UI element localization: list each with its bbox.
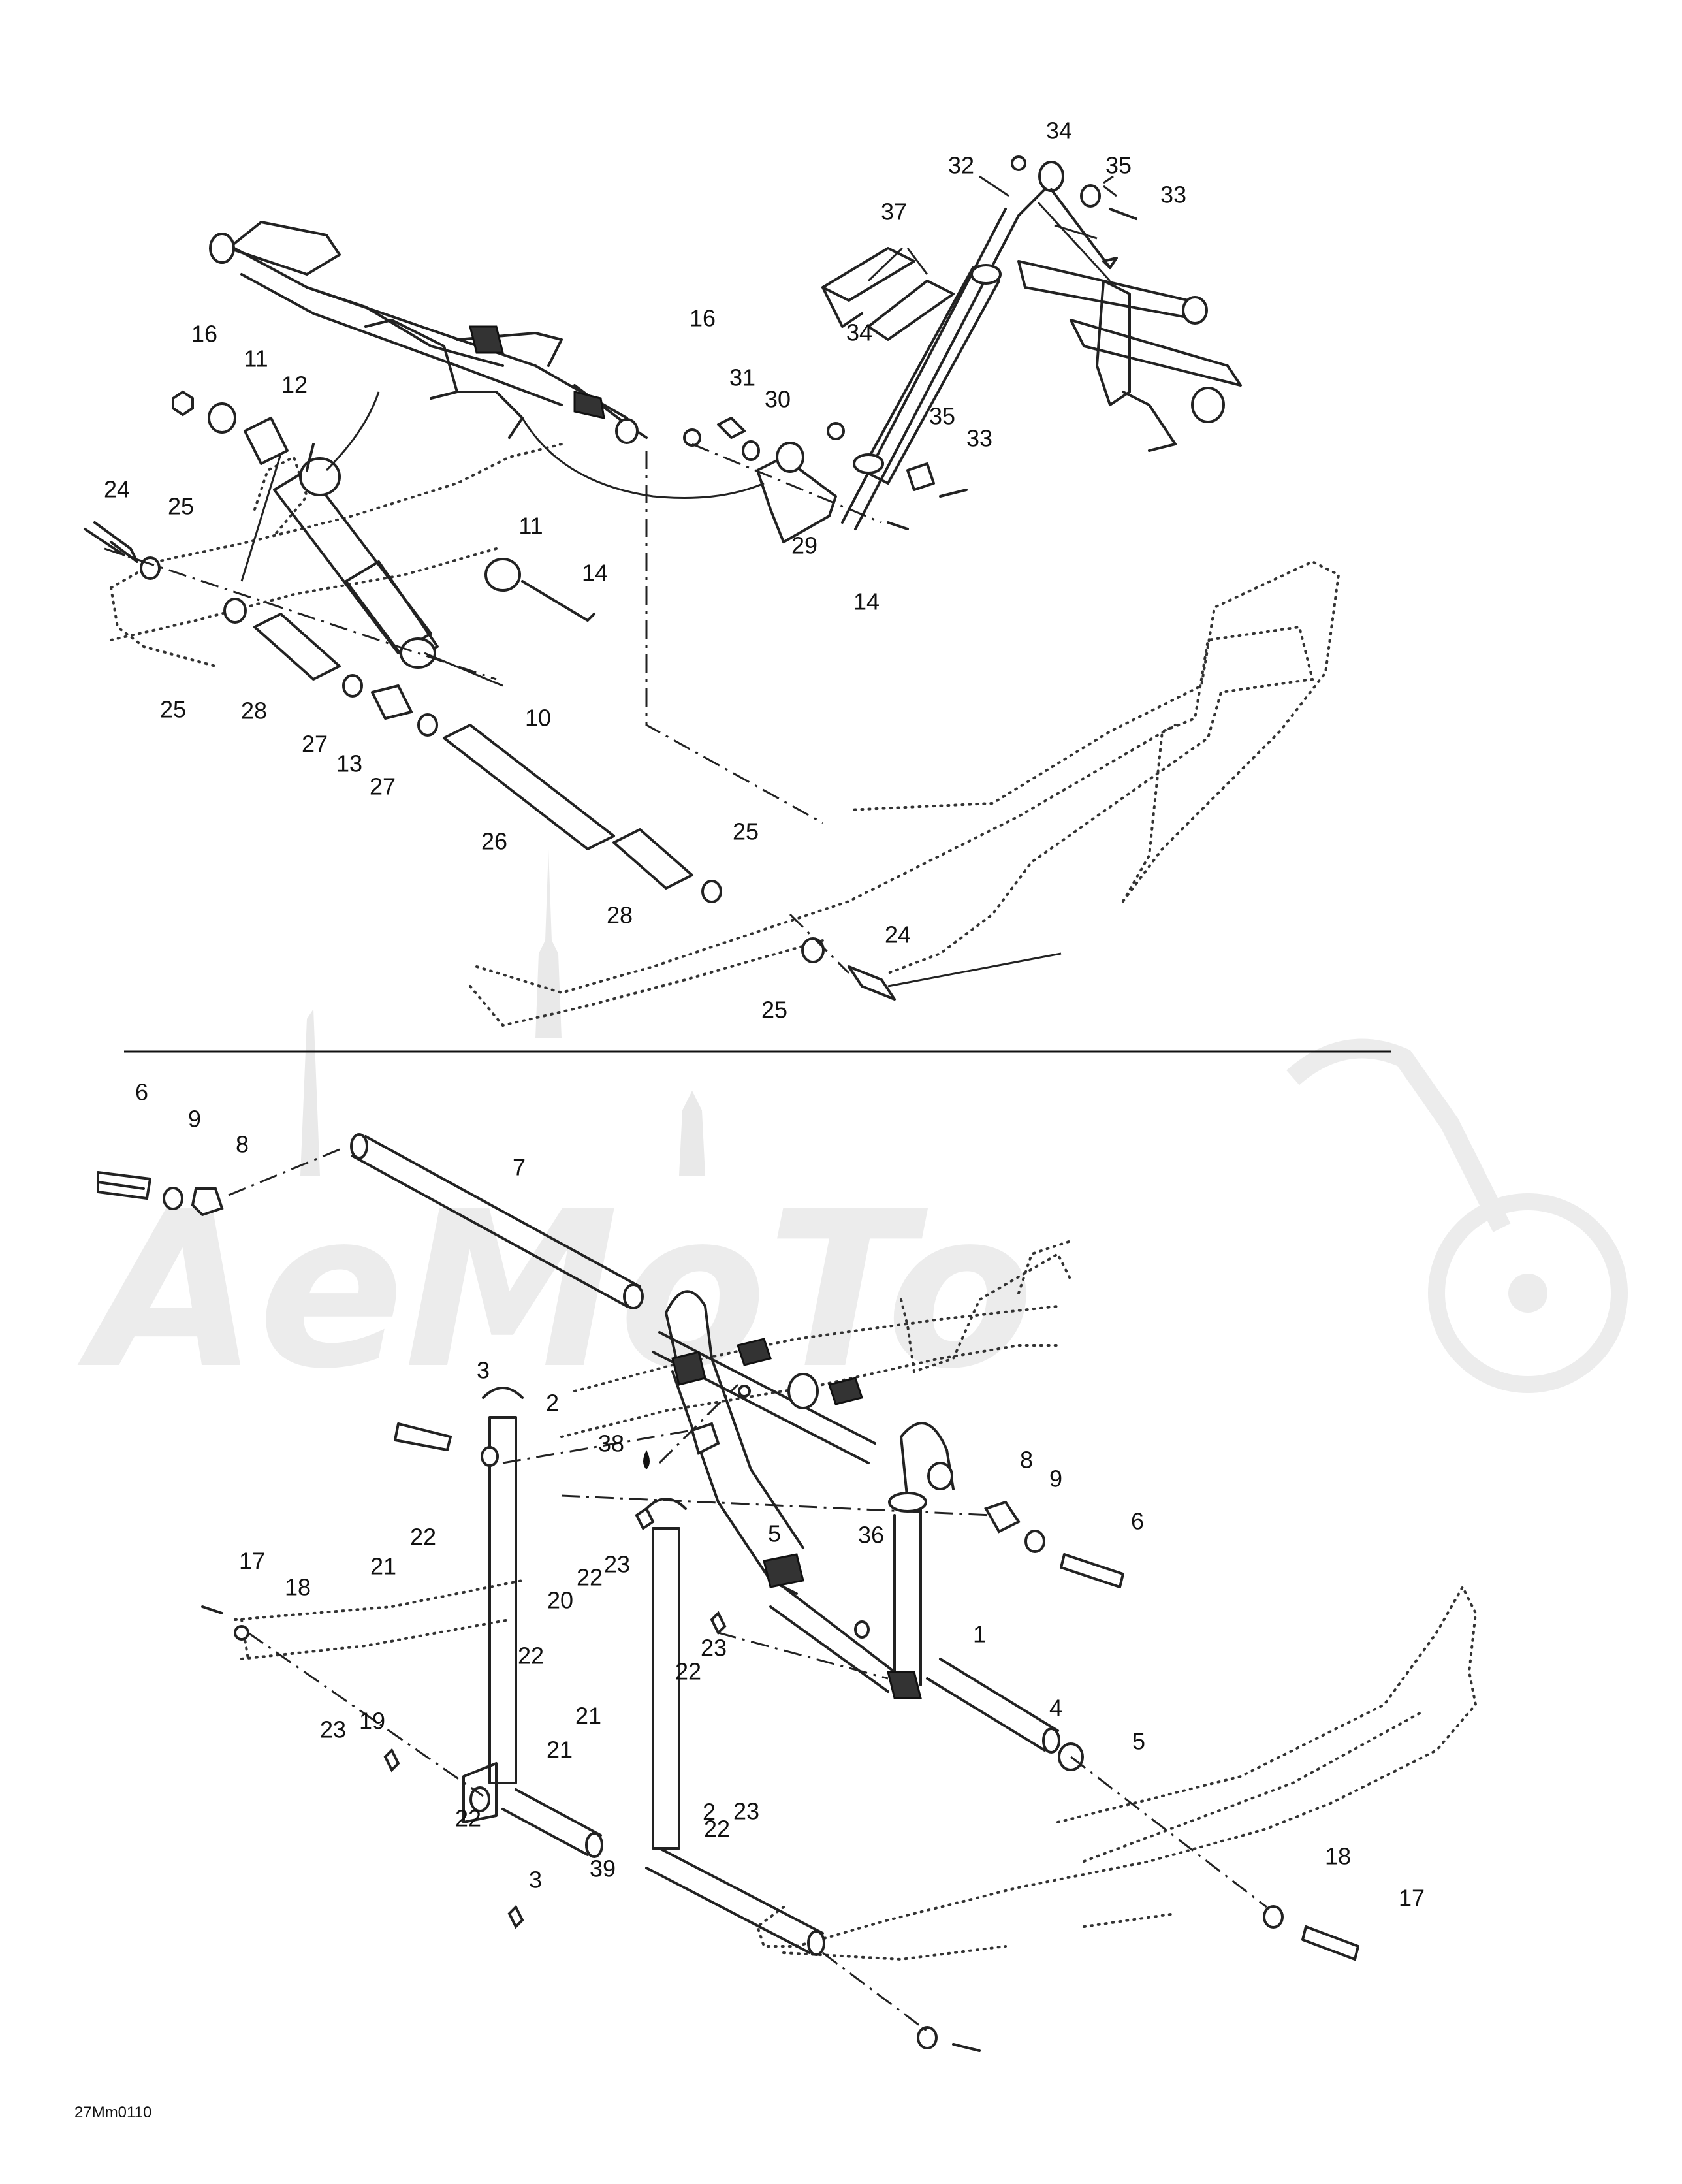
part-number-label: 35 xyxy=(929,403,955,430)
part-number-label: 37 xyxy=(881,199,907,225)
part-number-label: 4 xyxy=(1049,1695,1062,1722)
part-number-label: 12 xyxy=(281,372,308,398)
part-number-label: 23 xyxy=(604,1551,630,1578)
part-number-label: 10 xyxy=(525,705,551,731)
part-number-label: 22 xyxy=(675,1658,701,1685)
part-number-label: 9 xyxy=(1049,1466,1062,1492)
watermark: AeMoTo xyxy=(74,849,1628,1416)
part-number-label: 25 xyxy=(733,818,759,845)
part-number-label: 29 xyxy=(791,532,817,559)
callout-leaders xyxy=(240,175,1117,988)
part-number-label: 8 xyxy=(1020,1447,1033,1473)
part-number-label: 28 xyxy=(241,698,267,724)
part-number-label: 22 xyxy=(455,1805,481,1832)
part-number-label: 22 xyxy=(410,1524,436,1550)
part-number-label: 39 xyxy=(590,1855,616,1882)
part-number-label: 26 xyxy=(481,828,507,855)
part-number-label: 3 xyxy=(529,1867,542,1893)
part-number-label: 6 xyxy=(135,1079,148,1106)
part-number-label: 14 xyxy=(853,588,880,615)
part-number-label: 38 xyxy=(598,1430,624,1457)
part-number-label: 25 xyxy=(168,493,194,520)
part-number-label: 17 xyxy=(1399,1885,1425,1912)
top-assembly xyxy=(84,155,1341,1027)
part-number-label: 18 xyxy=(285,1574,311,1601)
part-number-label: 20 xyxy=(547,1587,573,1614)
part-number-label: 8 xyxy=(236,1131,249,1158)
part-number-label: 21 xyxy=(370,1553,396,1580)
part-number-label: 24 xyxy=(104,476,130,503)
top-part-numbers: 34 32 35 33 37 16 11 12 16 31 30 34 35 3… xyxy=(104,118,1186,1023)
drawing-code: 27Mm0110 xyxy=(74,2104,151,2121)
part-number-label: 7 xyxy=(513,1154,526,1181)
part-number-label: 30 xyxy=(765,386,791,413)
part-number-label: 11 xyxy=(518,513,543,539)
part-number-label: 11 xyxy=(244,345,268,372)
part-number-label: 6 xyxy=(1131,1508,1144,1535)
part-number-label: 9 xyxy=(188,1106,201,1132)
part-number-label: 13 xyxy=(336,750,362,777)
bottom-assembly xyxy=(97,1133,1478,2052)
part-number-label: 16 xyxy=(690,305,716,332)
part-number-label: 19 xyxy=(359,1708,385,1735)
part-number-label: 32 xyxy=(948,152,974,179)
part-number-label: 17 xyxy=(239,1548,265,1575)
part-number-label: 21 xyxy=(547,1737,573,1763)
part-number-label: 34 xyxy=(1046,118,1072,144)
part-number-label: 27 xyxy=(370,773,396,800)
part-number-label: 5 xyxy=(768,1520,781,1547)
part-number-label: 25 xyxy=(761,997,787,1023)
part-number-label: 23 xyxy=(320,1716,346,1743)
part-number-label: 33 xyxy=(1160,182,1186,208)
part-number-label: 27 xyxy=(302,731,328,758)
part-number-label: 22 xyxy=(577,1564,603,1591)
part-number-label: 2 xyxy=(703,1799,716,1825)
part-number-label: 34 xyxy=(846,319,872,346)
part-number-label: 23 xyxy=(701,1635,727,1662)
bottom-part-numbers: 6 9 8 7 3 2 38 36 8 9 6 17 18 22 21 22 2… xyxy=(135,1079,1425,1912)
part-number-label: 14 xyxy=(582,560,608,586)
part-number-label: 1 xyxy=(973,1621,986,1648)
part-number-label: 23 xyxy=(733,1798,759,1825)
part-number-label: 5 xyxy=(1132,1728,1145,1755)
part-number-label: 22 xyxy=(704,1816,730,1842)
part-number-label: 18 xyxy=(1325,1843,1351,1870)
part-number-label: 16 xyxy=(191,321,217,347)
part-number-label: 36 xyxy=(858,1522,884,1549)
part-number-label: 21 xyxy=(575,1703,601,1729)
part-number-label: 28 xyxy=(607,902,633,929)
part-number-label: 35 xyxy=(1105,152,1132,179)
part-number-label: 2 xyxy=(546,1390,559,1417)
part-number-label: 22 xyxy=(518,1643,544,1669)
part-number-label: 33 xyxy=(966,425,992,452)
watermark-text: AeMoTo xyxy=(74,1165,1034,1416)
part-number-label: 25 xyxy=(160,696,186,723)
part-number-label: 31 xyxy=(729,364,755,391)
part-number-label: 24 xyxy=(885,922,911,948)
part-number-label: 3 xyxy=(477,1357,490,1384)
